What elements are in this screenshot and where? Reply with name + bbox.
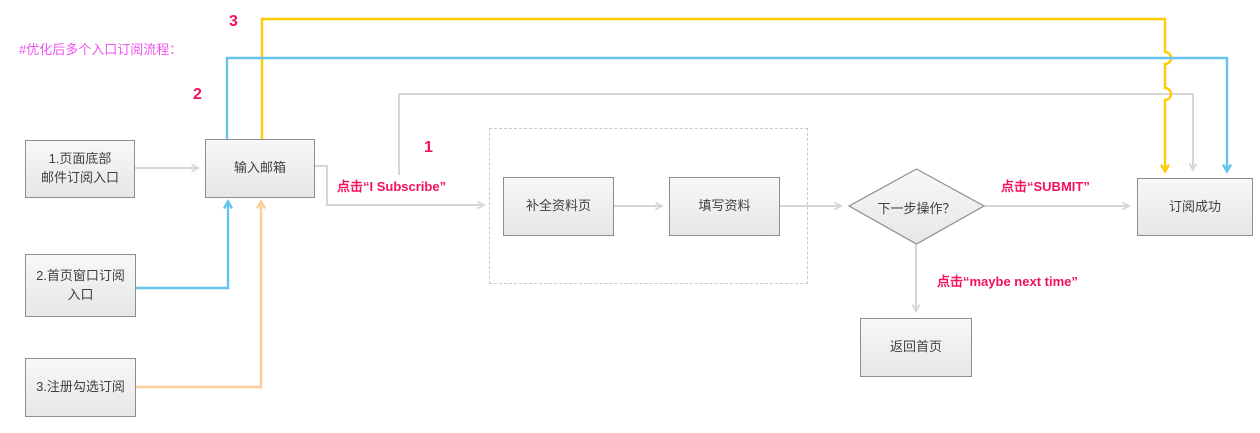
connector-input-to-profile-group [315, 165, 486, 210]
edge-label-click-maybe-next-time: 点击“maybe next time” [937, 274, 1078, 289]
connector-route2-input-to-success [225, 56, 1233, 174]
node-input-email: 输入邮箱 [205, 139, 315, 198]
node-subscribe-success: 订阅成功 [1137, 178, 1253, 236]
node-fill-info: 填写资料 [669, 177, 780, 236]
edge-label-click-i-subscribe: 点击“I Subscribe” [337, 179, 447, 194]
route-marker-3: 3 [229, 13, 238, 30]
node-decision-next-step: 下一步操作？ [877, 200, 956, 216]
connector-entry2-to-input [136, 199, 234, 290]
node-entry-page-bottom: 1.页面底部 邮件订阅入口 [25, 140, 135, 198]
node-complete-profile-page: 补全资料页 [503, 177, 614, 236]
node-entry-register-checkbox: 3.注册勾选订阅 [25, 358, 136, 417]
edge-label-click-submit: 点击“SUBMIT” [1001, 179, 1090, 194]
profile-group-dashed-container [489, 128, 808, 284]
node-back-home: 返回首页 [860, 318, 972, 377]
flow-title: #优化后多个入口订阅流程： [19, 42, 183, 57]
route-marker-2: 2 [193, 86, 202, 103]
connector-route1-direct-to-success [398, 93, 1198, 175]
connector-entry3-to-input [136, 199, 267, 389]
node-entry-home-popup: 2.首页窗口订阅 入口 [25, 254, 136, 317]
decision-diamond-shape [847, 168, 986, 245]
route-marker-1: 1 [424, 139, 433, 156]
connector-route3-input-to-success [260, 17, 1173, 174]
